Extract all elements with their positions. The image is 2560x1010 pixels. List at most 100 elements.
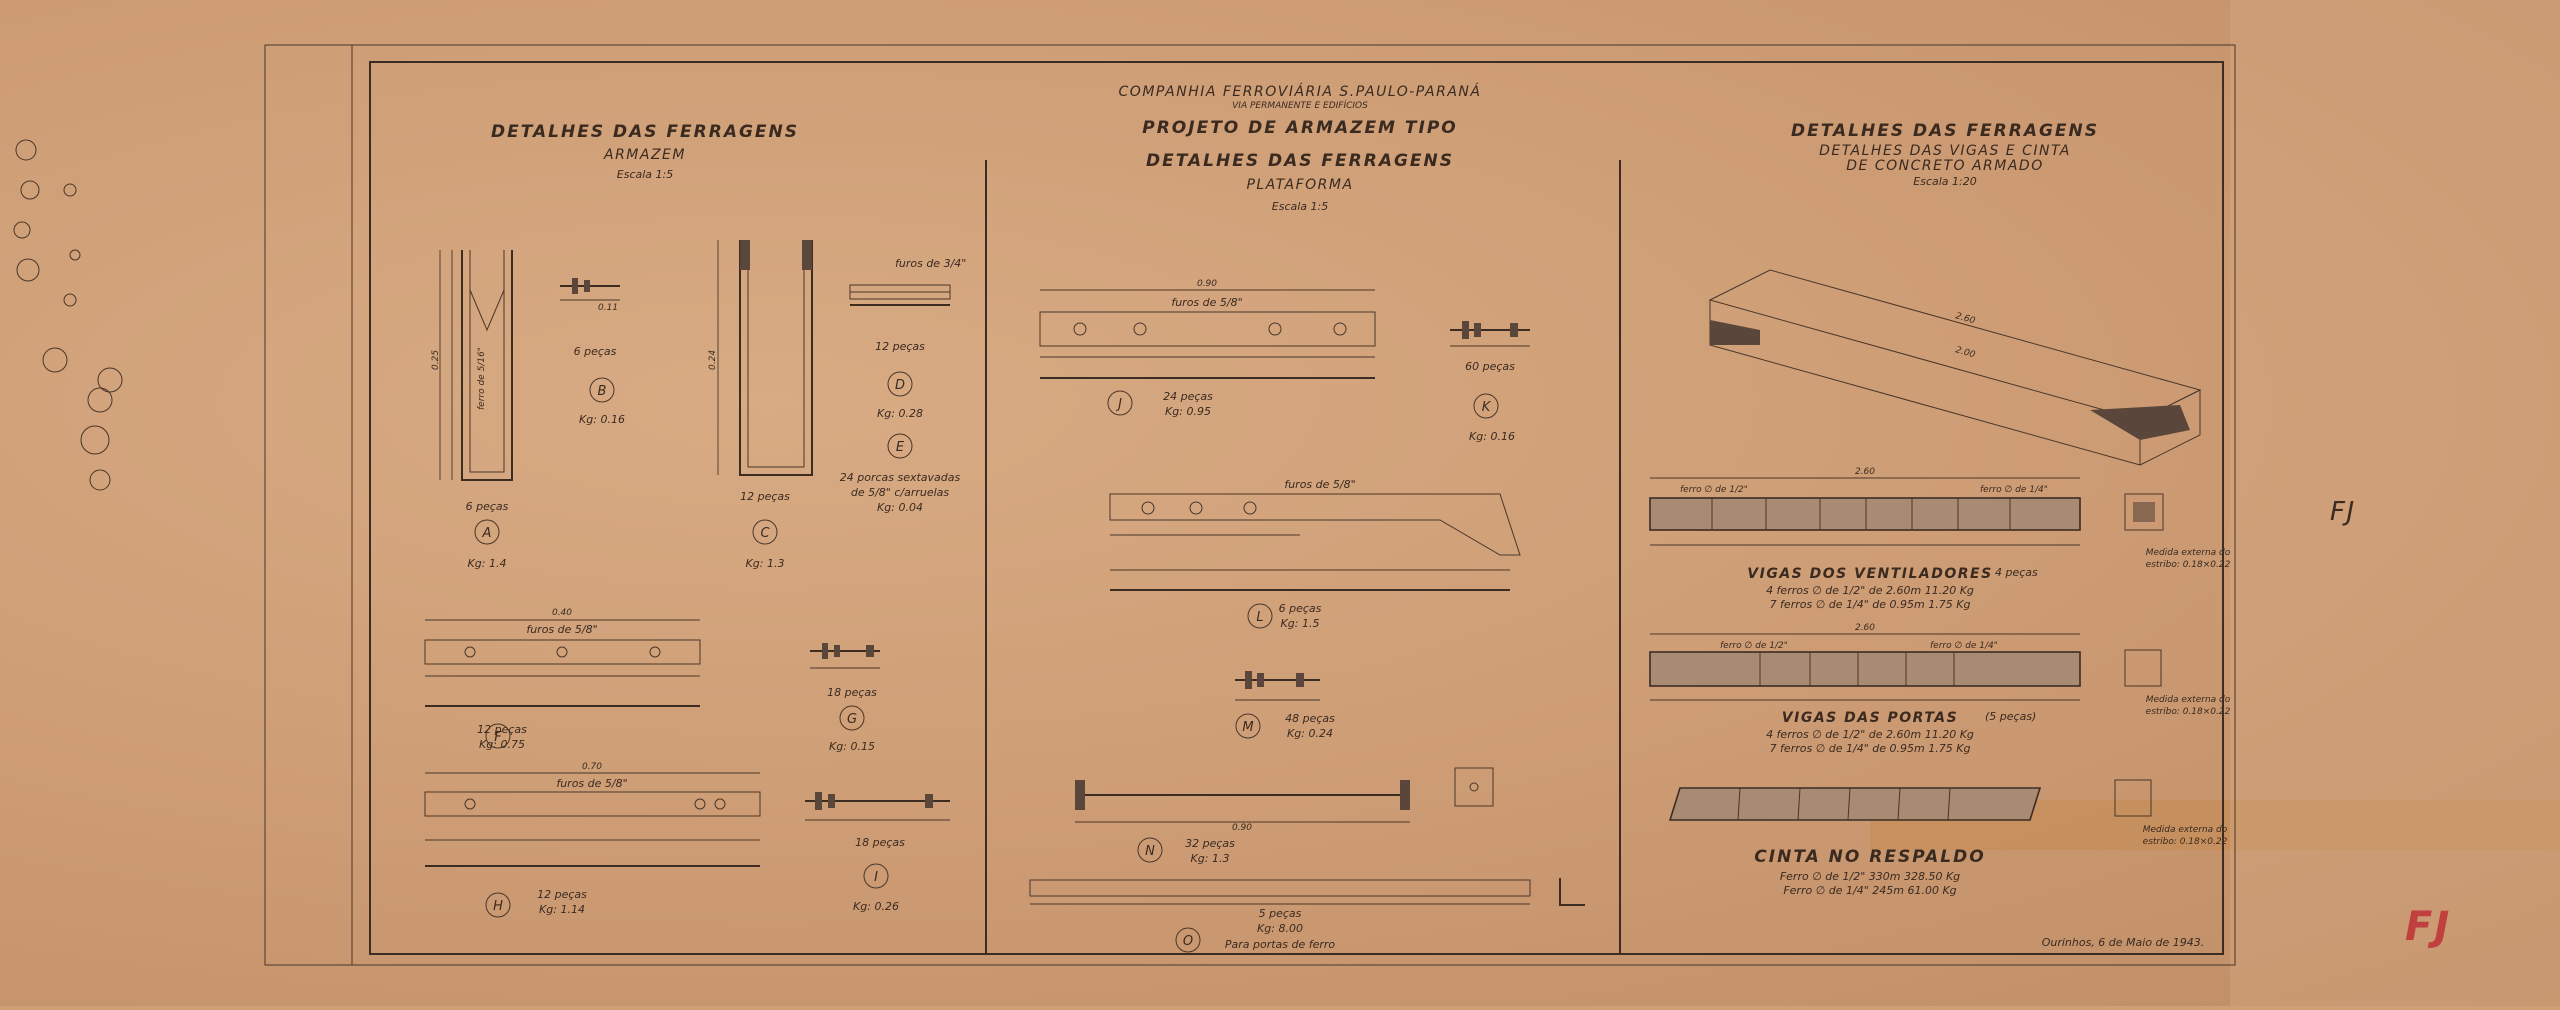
svg-text:E: E (896, 440, 905, 455)
svg-text:12 peças: 12 peças (477, 723, 527, 736)
svg-text:0.24: 0.24 (708, 350, 718, 370)
svg-text:furos de 5/8": furos de 5/8" (556, 777, 627, 790)
svg-text:Ferro ∅ de 1/4" 245m 61.0: Ferro ∅ de 1/4" 245m 61.00 Kg (1783, 884, 1956, 897)
red-mark: FJ (2405, 904, 2451, 950)
svg-text:Kg: 1.14: Kg: 1.14 (539, 903, 585, 916)
beam-ventiladores: 2.60 ferro ∅ de 1/2" ferro ∅ de 1/4" Med… (1649, 467, 2231, 611)
svg-text:Kg: 0.04: Kg: 0.04 (877, 501, 923, 514)
outer-border (264, 44, 2236, 966)
svg-text:B: B (598, 384, 607, 399)
svg-text:C: C (760, 526, 770, 541)
svg-text:Ferro ∅ de 1/2" 330m 328.5: Ferro ∅ de 1/2" 330m 328.50 Kg (1780, 870, 1960, 883)
svg-text:A: A (482, 526, 492, 541)
svg-text:ferro ∅ de 1/4": ferro ∅ de 1/4" (1930, 641, 1998, 651)
right-title: DETALHES DAS FERRAGENS (1791, 121, 2099, 141)
svg-text:60 peças: 60 peças (1465, 360, 1515, 373)
svg-text:6 peças: 6 peças (1279, 602, 1322, 615)
svg-text:Kg: 1.3: Kg: 1.3 (1191, 852, 1230, 865)
svg-text:18 peças: 18 peças (855, 836, 905, 849)
cinta-respaldo: Medida externa do estribo: 0.18×0.22 CIN… (1668, 779, 2228, 897)
piece-O: 5 peças Kg: 8.00 Para portas de ferro O (1029, 878, 1585, 953)
piece-D: furos de 3/4" 12 peças D Kg: 0.28 (849, 257, 966, 420)
svg-text:estribo: 0.18×0.22: estribo: 0.18×0.22 (2146, 560, 2231, 570)
piece-M: M 48 peças Kg: 0.24 (1235, 671, 1335, 740)
svg-text:M: M (1242, 720, 1253, 735)
svg-text:4 ferros ∅ de 1/2" de 2.60m 1: 4 ferros ∅ de 1/2" de 2.60m 11.20 Kg (1766, 584, 1974, 597)
piece-H: 0.70 furos de 5/8" H 12 peças Kg: 1.14 (424, 762, 761, 918)
project-title: PROJETO DE ARMAZEM TIPO (1142, 118, 1457, 138)
right-sub2: DE CONCRETO ARMADO (1846, 158, 2043, 174)
side-mark: FJ (2330, 497, 2356, 527)
inner-border (369, 61, 2224, 955)
svg-text:VIGAS DAS PORTAS: VIGAS DAS PORTAS (1782, 710, 1958, 726)
svg-text:2.60: 2.60 (1855, 623, 1875, 633)
svg-text:Kg: 0.95: Kg: 0.95 (1165, 405, 1211, 418)
svg-text:Medida externa do: Medida externa do (2146, 695, 2231, 705)
svg-text:7 ferros ∅ de 1/4" de 0.95m: 7 ferros ∅ de 1/4" de 0.95m 1.75 Kg (1770, 598, 1971, 611)
svg-text:Kg: 0.24: Kg: 0.24 (1287, 727, 1333, 740)
svg-text:Kg: 0.15: Kg: 0.15 (829, 740, 875, 753)
svg-text:Kg: 0.75: Kg: 0.75 (479, 738, 525, 751)
piece-F: 0.40 furos de 5/8" 12 peças Kg: 0.75 F (424, 608, 701, 751)
svg-text:O: O (1183, 934, 1193, 949)
piece-A: 0.25 ferro de 5/16" 6 peças A Kg: 1.4 (431, 250, 513, 570)
svg-text:Para portas de ferro: Para portas de ferro (1225, 938, 1336, 951)
svg-text:(5 peças): (5 peças) (1985, 710, 2036, 723)
svg-text:G: G (847, 712, 857, 727)
svg-text:ferro de 5/16": ferro de 5/16" (477, 347, 487, 410)
svg-text:ferro ∅ de 1/2": ferro ∅ de 1/2" (1680, 485, 1748, 495)
svg-text:24 porcas sextavadas: 24 porcas sextavadas (840, 471, 961, 484)
svg-text:N: N (1145, 844, 1155, 859)
svg-text:0.40: 0.40 (552, 608, 572, 618)
signature-date: Ourinhos, 6 de Maio de 1943. (2042, 936, 2205, 949)
svg-text:J: J (1115, 397, 1122, 412)
beam-isometric: 2.60 2.00 (1708, 269, 2202, 466)
piece-J: 0.90 furos de 5/8" J 24 peças Kg: 0.95 (1039, 279, 1376, 418)
piece-C: 0.24 12 peças C Kg: 1.3 (708, 240, 813, 570)
beam-portas: 2.60 ferro ∅ de 1/2" ferro ∅ de 1/4" Med… (1649, 623, 2231, 755)
svg-text:0.90: 0.90 (1232, 823, 1252, 833)
svg-text:0.90: 0.90 (1197, 279, 1217, 289)
piece-B: 0.11 6 peças B Kg: 0.16 (560, 278, 625, 426)
svg-text:D: D (895, 378, 905, 393)
svg-text:L: L (1256, 610, 1263, 625)
svg-text:12 peças: 12 peças (537, 888, 587, 901)
piece-N: 0.90 N 32 peças Kg: 1.3 (1075, 767, 1494, 865)
svg-text:2.60: 2.60 (1855, 467, 1875, 477)
piece-L: furos de 5/8" L 6 peças Kg: 1.5 (1109, 478, 1521, 630)
middle-scale: Escala 1:5 (1272, 200, 1328, 213)
svg-text:Medida externa do: Medida externa do (2143, 825, 2228, 835)
svg-text:7 ferros ∅ de 1/4" de 0.95m: 7 ferros ∅ de 1/4" de 0.95m 1.75 Kg (1770, 742, 1971, 755)
svg-text:F: F (494, 730, 502, 745)
svg-text:Kg: 0.16: Kg: 0.16 (579, 413, 625, 426)
svg-text:0.11: 0.11 (598, 303, 618, 313)
svg-text:furos de 5/8": furos de 5/8" (1284, 478, 1355, 491)
company-name: COMPANHIA FERROVIÁRIA S.PAULO-PARANÁ (1119, 83, 1482, 100)
svg-text:32 peças: 32 peças (1185, 837, 1235, 850)
svg-text:Kg: 1.4: Kg: 1.4 (468, 557, 507, 570)
svg-text:H: H (493, 899, 503, 914)
svg-text:6 peças: 6 peças (574, 345, 617, 358)
svg-text:furos de 5/8": furos de 5/8" (1171, 296, 1242, 309)
svg-text:CINTA NO RESPALDO: CINTA NO RESPALDO (1754, 847, 1985, 867)
svg-text:48 peças: 48 peças (1285, 712, 1335, 725)
svg-text:18 peças: 18 peças (827, 686, 877, 699)
svg-text:Kg: 0.28: Kg: 0.28 (877, 407, 923, 420)
paper-fold (2230, 0, 2560, 1006)
svg-text:0.25: 0.25 (431, 350, 441, 370)
svg-text:Kg: 8.00: Kg: 8.00 (1257, 922, 1303, 935)
svg-text:0.70: 0.70 (582, 762, 602, 772)
svg-text:5 peças: 5 peças (1259, 907, 1302, 920)
piece-E: E 24 porcas sextavadas de 5/8" c/arruela… (840, 433, 961, 514)
svg-text:12 peças: 12 peças (875, 340, 925, 353)
middle-title: DETALHES DAS FERRAGENS (1146, 151, 1454, 171)
svg-text:24 peças: 24 peças (1163, 390, 1213, 403)
svg-text:Kg: 0.16: Kg: 0.16 (1469, 430, 1515, 443)
svg-text:4 ferros ∅ de 1/2" de 2.60m 1: 4 ferros ∅ de 1/2" de 2.60m 11.20 Kg (1766, 728, 1974, 741)
svg-text:K: K (1482, 400, 1492, 415)
piece-I: 18 peças I Kg: 0.26 (805, 792, 950, 913)
left-subtitle: ARMAZEM (603, 147, 686, 163)
svg-text:Kg: 1.5: Kg: 1.5 (1281, 617, 1320, 630)
